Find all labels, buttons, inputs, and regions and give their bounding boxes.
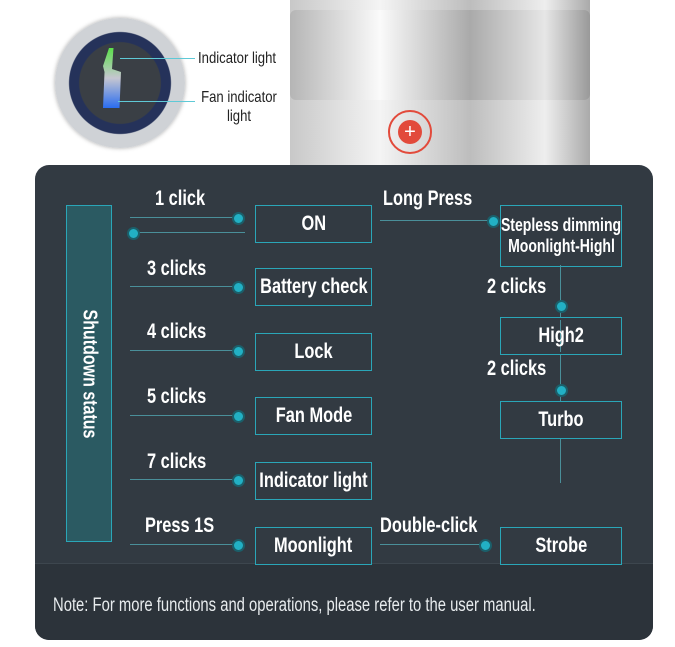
connector-line xyxy=(130,217,240,218)
double-click-label: Double-click xyxy=(380,514,478,537)
connector-line xyxy=(135,232,245,233)
note-text: Note: For more functions and operations,… xyxy=(53,595,536,616)
mode-box-strobe: Strobe xyxy=(500,527,622,565)
callout-line xyxy=(118,101,195,102)
connector-dot xyxy=(555,384,568,397)
action-label: 4 clicks xyxy=(147,320,207,343)
callout-line xyxy=(120,58,195,59)
connector-line xyxy=(130,544,240,545)
connector-dot xyxy=(487,215,500,228)
connector-dot xyxy=(127,227,140,240)
mode-box-turbo: Turbo xyxy=(500,401,622,439)
connector-dot xyxy=(232,212,245,225)
action-label: 5 clicks xyxy=(147,385,207,408)
connector-line xyxy=(130,415,240,416)
connector-line xyxy=(130,286,240,287)
shutdown-status-bar: Shutdown status xyxy=(66,205,112,542)
note-band xyxy=(35,563,653,640)
mode-box-lock: Lock xyxy=(255,333,372,371)
mode-box-battery-check: Battery check xyxy=(255,268,372,306)
mode-box-moonlight: Moonlight xyxy=(255,527,372,565)
action-label: 7 clicks xyxy=(147,450,207,473)
connector-dot xyxy=(232,410,245,423)
connector-dot xyxy=(479,539,492,552)
connector-dot xyxy=(555,300,568,313)
indicator-light-callout: Indicator light xyxy=(198,50,277,67)
connector-line xyxy=(380,220,490,221)
connector-dot xyxy=(232,539,245,552)
connector-line xyxy=(130,479,240,480)
fan-indicator-callout: Fan indicator light xyxy=(201,89,277,125)
connector-dot xyxy=(232,281,245,294)
action-label: 3 clicks xyxy=(147,257,207,280)
connector-dot xyxy=(232,474,245,487)
connector-line xyxy=(380,544,485,545)
action-label: Press 1S xyxy=(145,514,215,537)
flashlight-head-ring xyxy=(290,10,590,100)
mode-box-indicator-light: Indicator light xyxy=(255,462,372,500)
operation-panel: Note: For more functions and operations,… xyxy=(35,165,653,640)
mode-box-fan-mode: Fan Mode xyxy=(255,397,372,435)
action-label: 1 click xyxy=(155,187,206,210)
mode-box-high2: High2 xyxy=(500,317,622,355)
connector-dot xyxy=(232,345,245,358)
connector-line xyxy=(560,265,561,483)
two-clicks-label: 2 clicks xyxy=(487,357,547,380)
mode-box-on: ON xyxy=(255,205,372,243)
warranty-seal-icon: + xyxy=(388,110,432,154)
shutdown-status-label: Shutdown status xyxy=(78,309,101,438)
long-press-label: Long Press xyxy=(383,187,473,210)
two-clicks-label: 2 clicks xyxy=(487,275,547,298)
connector-line xyxy=(130,350,240,351)
